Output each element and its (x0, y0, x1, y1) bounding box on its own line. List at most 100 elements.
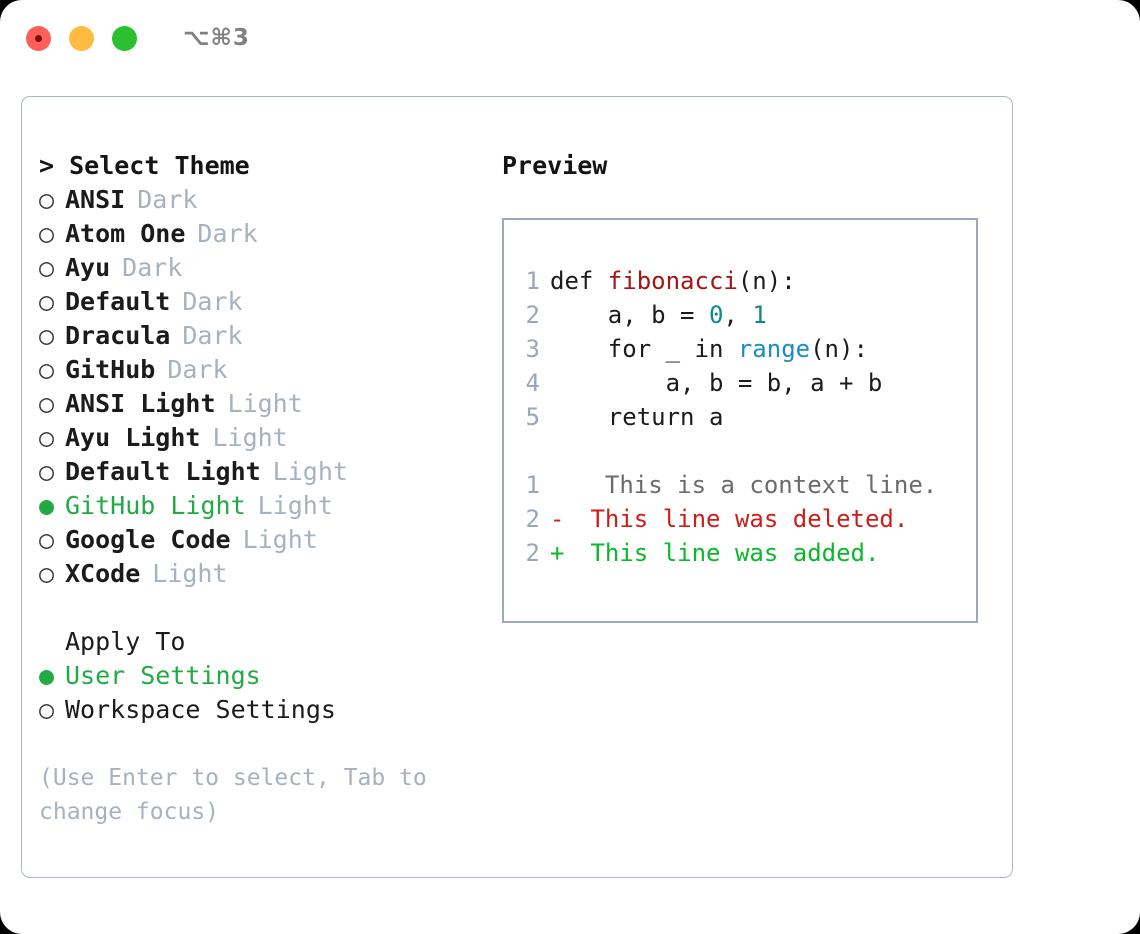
radio-unselected-icon[interactable]: ○ (39, 389, 55, 418)
theme-name: Default (65, 287, 171, 316)
radio-unselected-icon[interactable]: ○ (39, 287, 55, 316)
code-token: (n): (810, 335, 868, 363)
diff-line: 2 + This line was added. (504, 536, 976, 570)
theme-list-item[interactable]: ○ Dracula Dark (39, 319, 502, 353)
code-line-number: 2 (525, 301, 540, 329)
code-line: 3 for _ in range(n): (504, 332, 976, 366)
radio-unselected-icon[interactable]: ○ (39, 457, 55, 486)
theme-variant-badge: Dark (182, 287, 243, 316)
diff-line-number: 2 (525, 539, 540, 567)
theme-variant-badge: Light (152, 559, 228, 588)
theme-variant-badge: Light (272, 457, 348, 486)
code-line-number: 1 (525, 267, 540, 295)
theme-name: Ayu Light (65, 423, 201, 452)
theme-name: XCode (65, 559, 141, 588)
diff-sign: - (550, 505, 565, 533)
theme-name: Atom One (65, 219, 186, 248)
apply-to-list[interactable]: ● User Settings ○ Workspace Settings (39, 659, 502, 727)
theme-name: Default Light (65, 457, 261, 486)
theme-variant-badge: Dark (167, 355, 228, 384)
theme-list-item[interactable]: ○ Ayu Light Light (39, 421, 502, 455)
theme-list-item[interactable]: ○ Google Code Light (39, 523, 502, 557)
apply-to-option[interactable]: ○ Workspace Settings (39, 693, 502, 727)
theme-variant-badge: Dark (182, 321, 243, 350)
radio-selected-icon[interactable]: ● (39, 491, 55, 520)
diff-sample: 1 This is a context line.2- This line wa… (504, 468, 976, 570)
diff-line-number: 2 (525, 505, 540, 533)
theme-list-item[interactable]: ○ Atom One Dark (39, 217, 502, 251)
diff-line: 2- This line was deleted. (504, 502, 976, 536)
code-line-number: 3 (525, 335, 540, 363)
apply-to-option-label: User Settings (65, 661, 261, 690)
code-line: 5 return a (504, 400, 976, 434)
select-theme-heading: > Select Theme (39, 151, 250, 180)
code-token: a, b = b, a + b (550, 369, 883, 397)
code-token: return a (550, 403, 724, 431)
theme-variant-badge: Light (242, 525, 318, 554)
radio-selected-icon[interactable]: ● (39, 661, 55, 690)
theme-variant-badge: Dark (137, 185, 198, 214)
radio-unselected-icon[interactable]: ○ (39, 423, 55, 452)
diff-sign: + (550, 539, 565, 567)
code-line: 4 a, b = b, a + b (504, 366, 976, 400)
theme-list-item[interactable]: ○ Ayu Dark (39, 251, 502, 285)
theme-name: GitHub Light (65, 491, 246, 520)
diff-sign (550, 468, 576, 502)
close-window-button[interactable] (26, 25, 51, 51)
code-token: for _ in (550, 335, 738, 363)
theme-variant-badge: Light (212, 423, 288, 452)
code-token: a, b = (550, 301, 709, 329)
keyboard-shortcut-label: ⌥⌘3 (183, 25, 250, 51)
theme-variant-badge: Dark (197, 219, 258, 248)
maximize-window-button[interactable] (112, 25, 137, 51)
code-token: (n): (737, 267, 796, 295)
radio-unselected-icon[interactable]: ○ (39, 525, 55, 554)
radio-unselected-icon[interactable]: ○ (39, 321, 55, 350)
diff-text: This is a context line. (576, 471, 938, 499)
code-line: 1 def fibonacci(n): (504, 264, 976, 298)
diff-text: This line was added. (576, 539, 880, 567)
radio-unselected-icon[interactable]: ○ (39, 695, 55, 724)
theme-list-item[interactable]: ○ ANSI Dark (39, 183, 502, 217)
theme-list-item[interactable]: ○ ANSI Light Light (39, 387, 502, 421)
theme-name: ANSI Light (65, 389, 216, 418)
radio-unselected-icon[interactable]: ○ (39, 185, 55, 214)
theme-variant-badge: Dark (122, 253, 183, 282)
radio-unselected-icon[interactable]: ○ (39, 559, 55, 588)
code-token: fibonacci (607, 267, 738, 295)
diff-line-number: 1 (525, 471, 540, 499)
apply-to-option[interactable]: ● User Settings (39, 659, 502, 693)
code-line: 2 a, b = 0, 1 (504, 298, 976, 332)
theme-name: GitHub (65, 355, 156, 384)
apply-to-option-label: Workspace Settings (65, 695, 336, 724)
theme-list-item[interactable]: ○ Default Light Light (39, 455, 502, 489)
diff-line: 1 This is a context line. (504, 468, 976, 502)
radio-unselected-icon[interactable]: ○ (39, 355, 55, 384)
theme-name: Ayu (65, 253, 111, 282)
radio-unselected-icon[interactable]: ○ (39, 219, 55, 248)
window-controls (26, 25, 137, 51)
theme-name: ANSI (65, 185, 126, 214)
code-line-number: 4 (525, 369, 540, 397)
theme-name: Google Code (65, 525, 231, 554)
minimize-window-button[interactable] (69, 25, 94, 51)
radio-unselected-icon[interactable]: ○ (39, 253, 55, 282)
theme-name: Dracula (65, 321, 171, 350)
theme-list-item[interactable]: ○ XCode Light (39, 557, 502, 591)
code-token: def (550, 267, 608, 295)
code-token: 0 (708, 301, 724, 329)
theme-list-item[interactable]: ○ Default Dark (39, 285, 502, 319)
code-line-number: 5 (525, 403, 540, 431)
diff-text: This line was deleted. (576, 505, 909, 533)
theme-list-item[interactable]: ○ GitHub Dark (39, 353, 502, 387)
code-token: range (737, 335, 811, 363)
theme-variant-badge: Light (227, 389, 303, 418)
